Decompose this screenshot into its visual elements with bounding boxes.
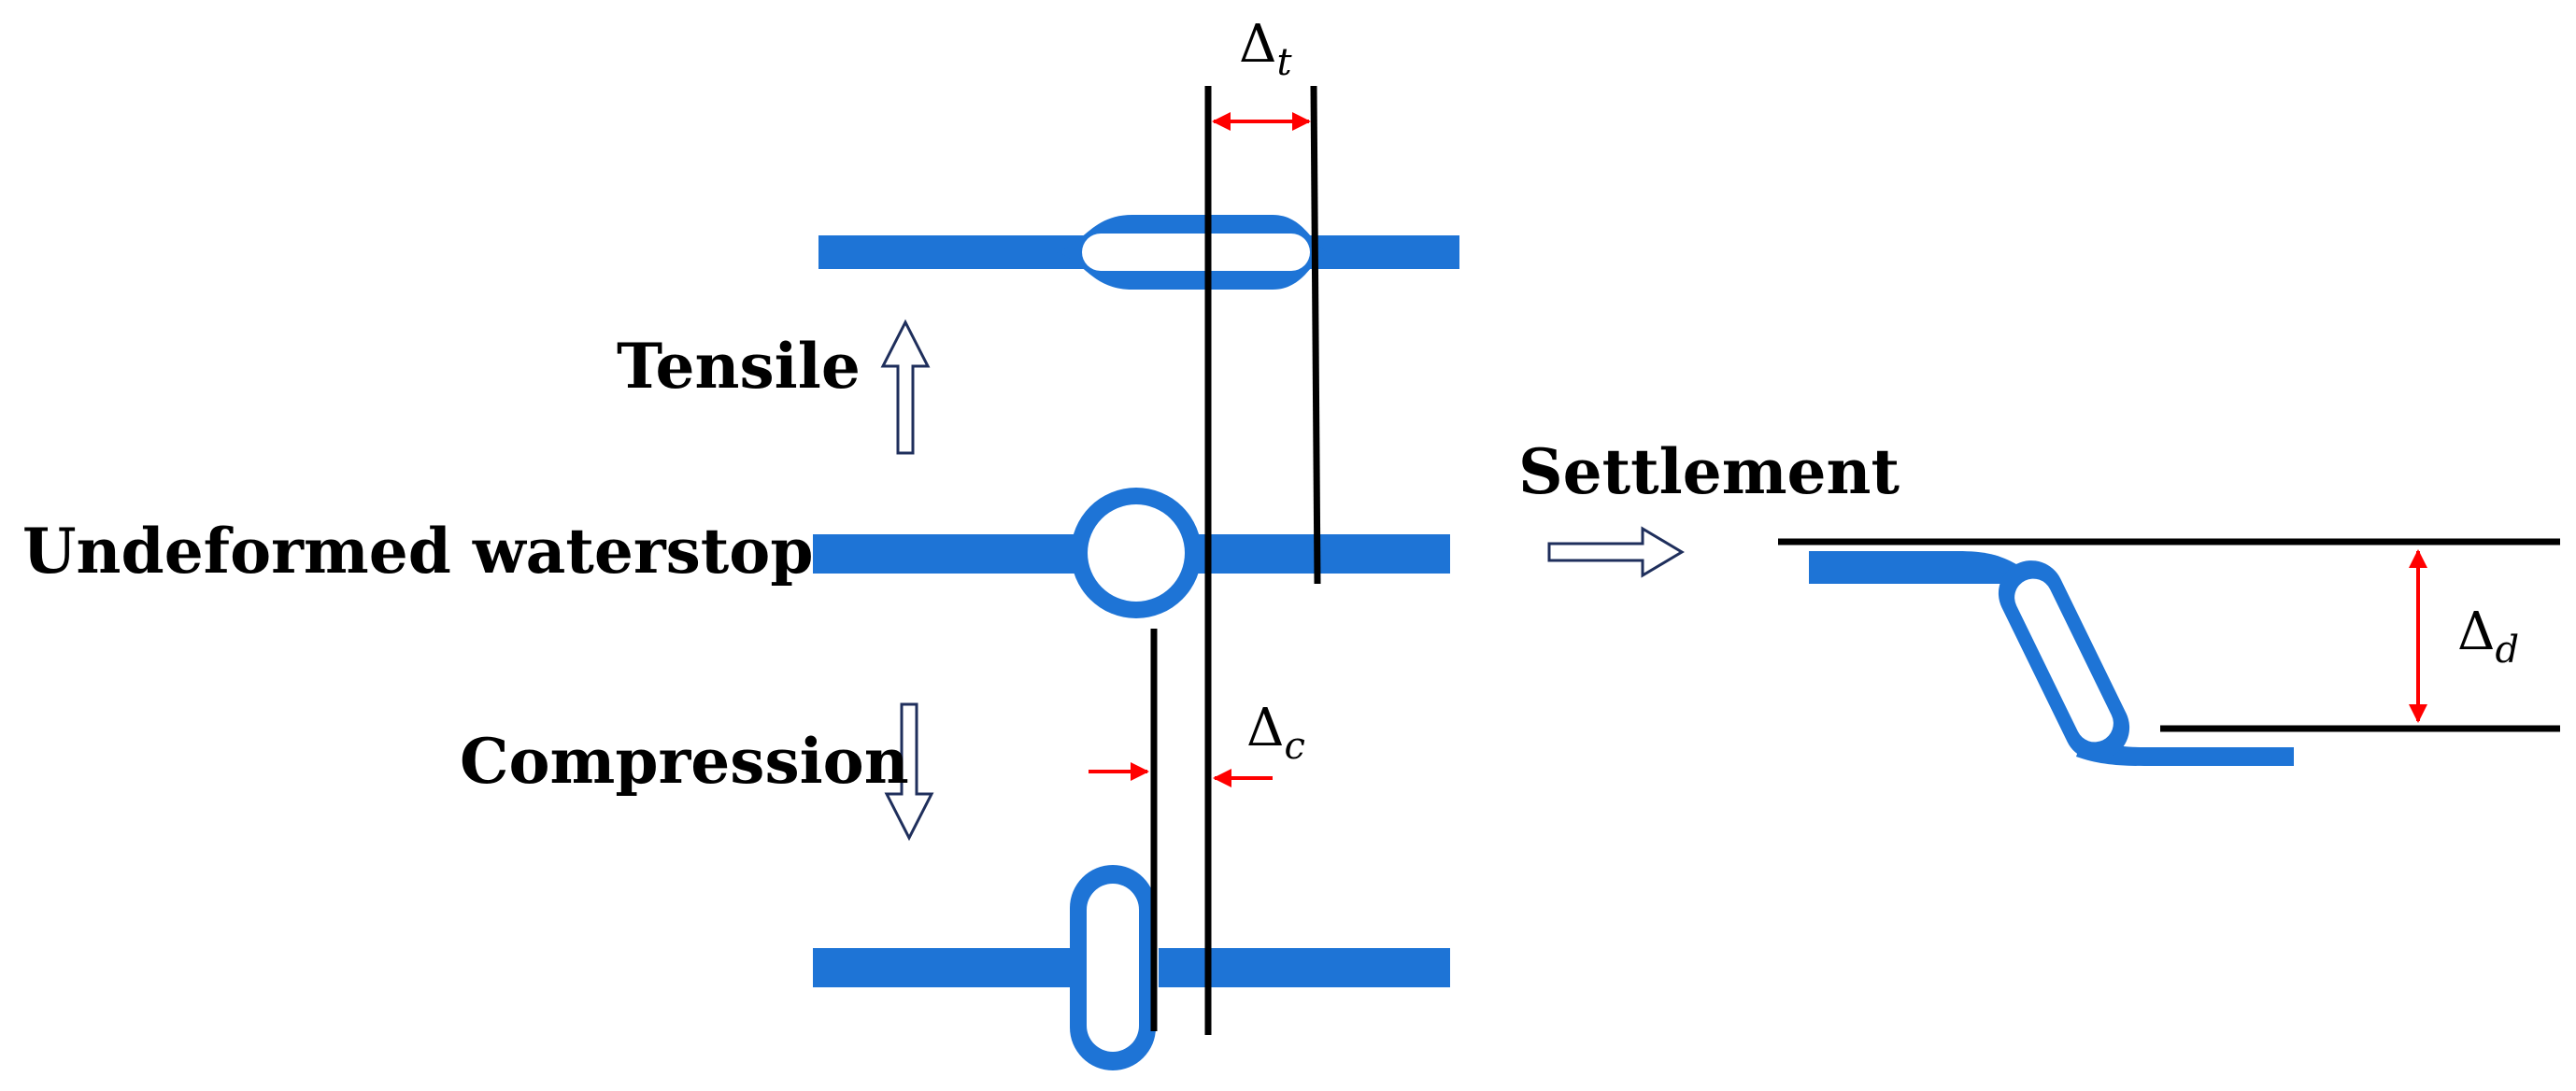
compression-direction-arrow xyxy=(884,702,934,842)
undeformed-waterstop-label: Undeformed waterstop xyxy=(22,515,813,588)
compression-label: Compression xyxy=(460,725,909,798)
settlement-direction-arrow xyxy=(1547,526,1685,578)
settlement-waterstop-hollow xyxy=(2014,578,2113,743)
tensile-waterstop-left-flange xyxy=(818,235,1085,269)
undeformed-waterstop xyxy=(813,488,1450,618)
compression-waterstop-left-flange xyxy=(813,948,1073,987)
tensile-dimension: Δt xyxy=(1212,14,1311,131)
settlement-waterstop: Δd xyxy=(1778,538,2560,766)
compression-waterstop-hollow xyxy=(1087,884,1139,1052)
tensile-waterstop-hollow xyxy=(1082,234,1310,271)
compression-waterstop xyxy=(813,865,1450,1070)
undeformed-waterstop-hollow xyxy=(1088,504,1185,602)
settlement-label: Settlement xyxy=(1518,435,1900,508)
tensile-label: Tensile xyxy=(617,330,861,403)
tensile-waterstop-right-flange xyxy=(1308,235,1459,269)
reference-lines xyxy=(1150,85,1321,1035)
settlement-waterstop-upper-flange xyxy=(1809,551,2020,584)
tensile-waterstop xyxy=(818,215,1459,290)
delta-t-label: Δt xyxy=(1239,14,1292,84)
tensile-direction-arrow xyxy=(880,319,931,455)
compression-waterstop-right-flange xyxy=(1159,948,1450,987)
compression-dimension: Δc xyxy=(1089,698,1305,787)
reference-line-tensile xyxy=(1310,85,1321,585)
delta-c-label: Δc xyxy=(1246,698,1305,768)
delta-d-label: Δd xyxy=(2457,602,2519,672)
undeformed-waterstop-left-flange xyxy=(813,534,1084,574)
settlement-waterstop-lower-flange xyxy=(2076,736,2294,766)
